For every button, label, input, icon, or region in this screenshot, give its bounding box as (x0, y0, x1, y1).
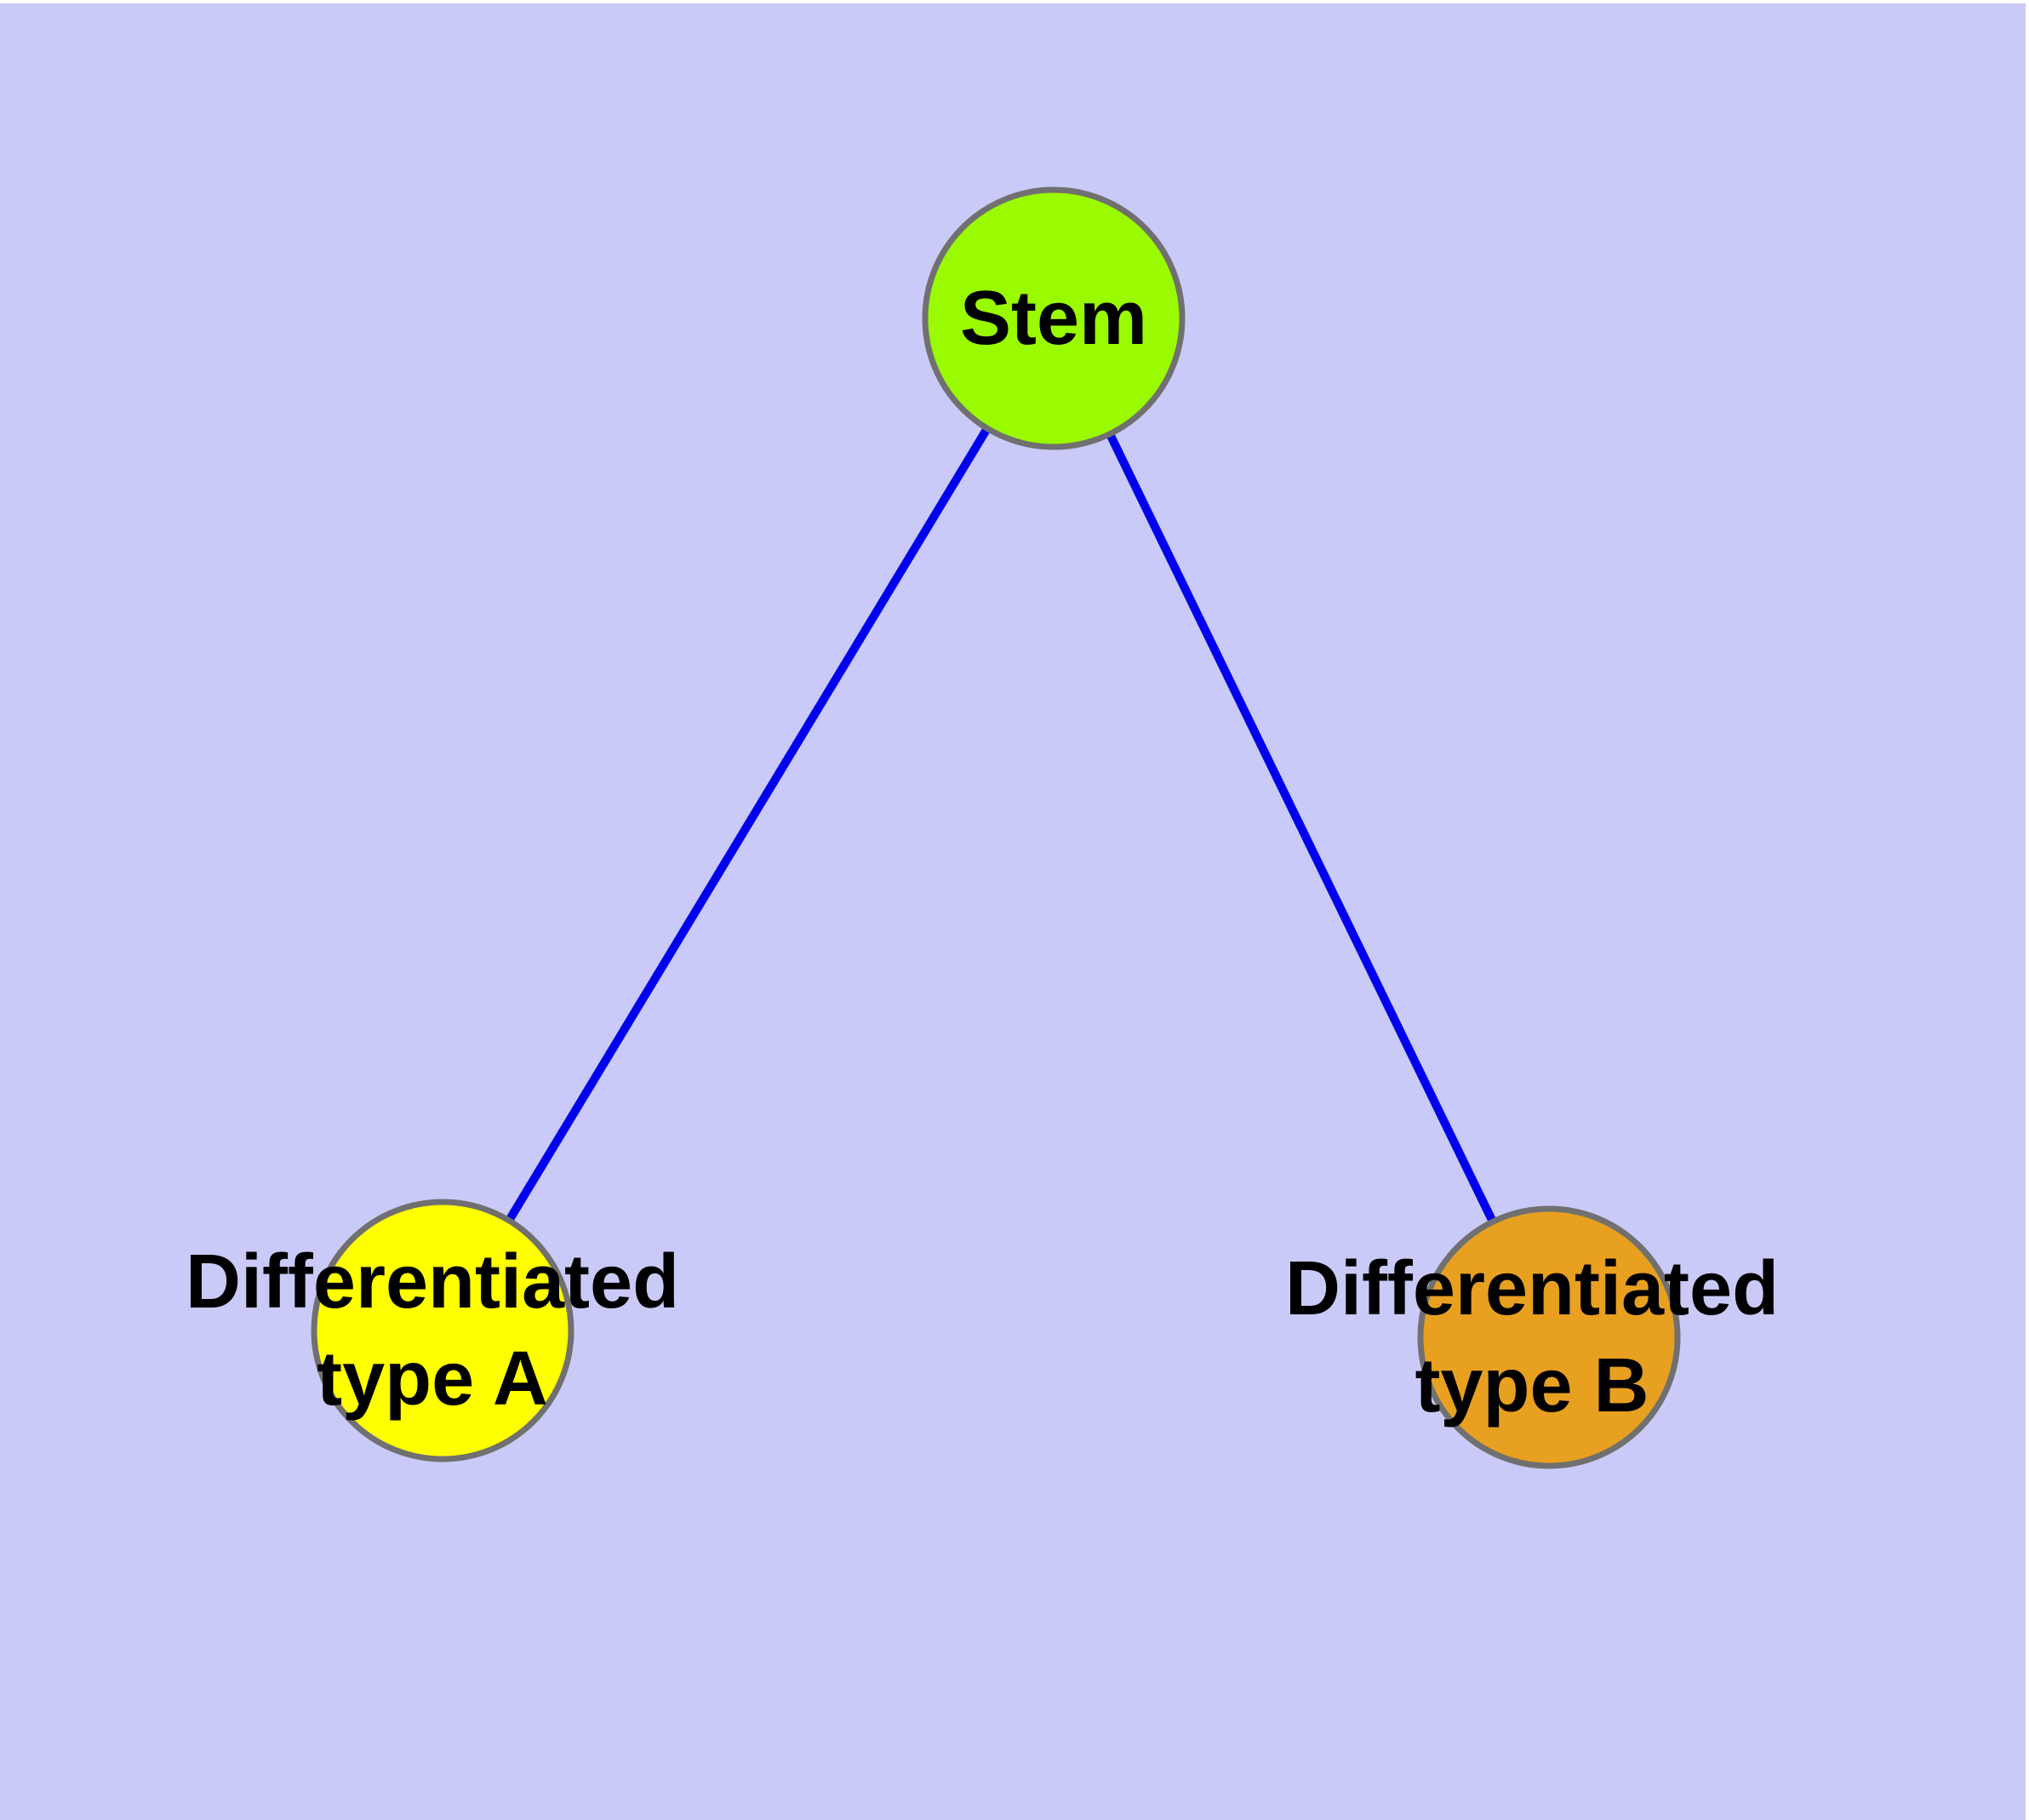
node-stem-label: Stem (959, 276, 1148, 361)
node-differentiated-type-a-circle (311, 1199, 574, 1462)
node-differentiated-type-a-label: Differentiated type A (186, 1233, 679, 1428)
node-differentiated-type-b-label: Differentiated type B (1285, 1240, 1779, 1434)
edge-stem-to-type-b (1049, 316, 1553, 1340)
edge-stem-to-type-a (438, 316, 1058, 1333)
node-stem-circle (922, 186, 1186, 450)
node-differentiated-type-a-label-line2: type A (317, 1336, 548, 1422)
node-differentiated-type-a-label-line1: Differentiated (185, 1239, 680, 1325)
node-differentiated-type-b-circle (1417, 1205, 1681, 1469)
node-differentiated-type-b-label-line1: Differentiated (1284, 1246, 1780, 1331)
node-differentiated-type-b-label-line2: type B (1415, 1343, 1649, 1428)
